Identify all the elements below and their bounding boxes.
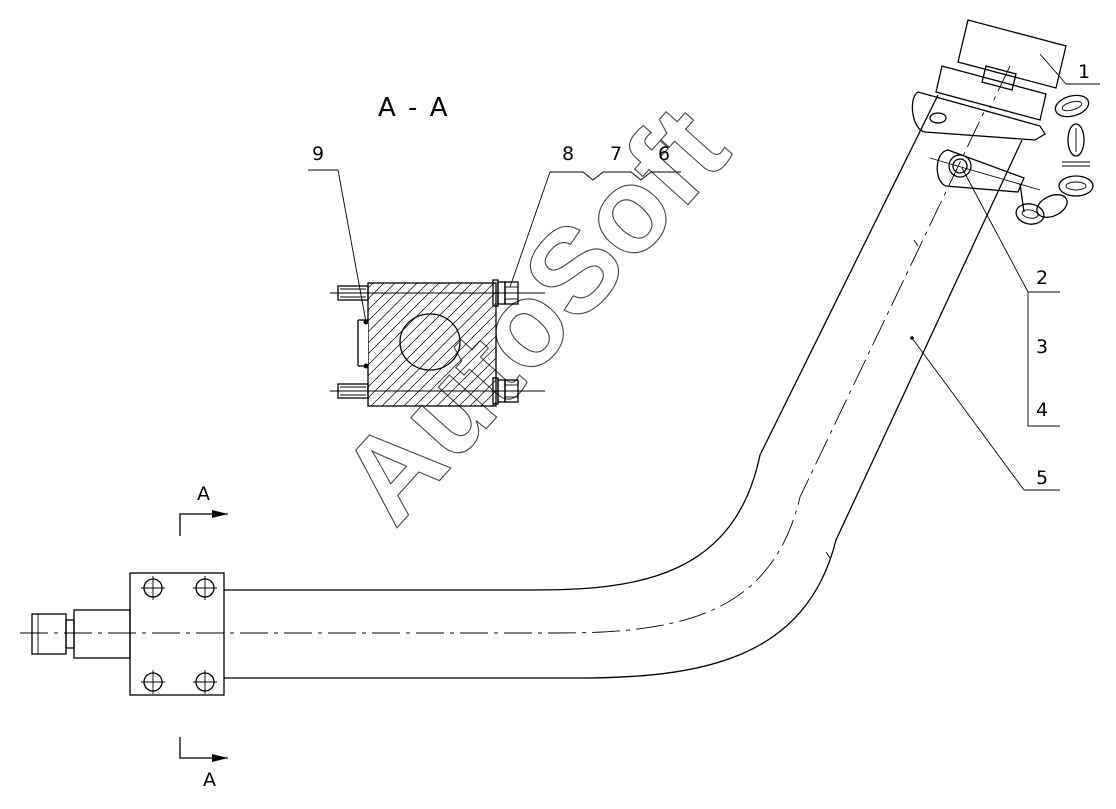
section-title: A - A	[378, 93, 449, 123]
leader-group-678	[550, 171, 681, 181]
leader-group-234	[1027, 291, 1060, 427]
bent-pipe	[20, 94, 1023, 679]
pin-eye	[948, 154, 972, 178]
callout-4: 4	[1036, 399, 1048, 421]
hatch-line	[368, 283, 407, 322]
hatch-line	[425, 335, 496, 406]
lower-bolt	[330, 377, 545, 405]
hatch-line	[458, 368, 496, 406]
hatch-line	[368, 283, 396, 311]
leader-line-8	[509, 171, 551, 288]
hinge-plate	[911, 91, 1046, 141]
hatch-line	[370, 283, 495, 406]
bolt-head	[193, 670, 217, 694]
hatch-line	[368, 283, 473, 388]
hatch-line	[368, 283, 484, 399]
pipe-outer-bottom	[224, 139, 1023, 679]
hatch-line	[414, 324, 496, 406]
callout-7: 7	[610, 143, 622, 165]
hatch-line	[368, 283, 418, 333]
hatch-line	[381, 291, 496, 406]
callout-1: 1	[1078, 61, 1090, 83]
leader-line-2	[961, 167, 1029, 293]
hatch-line	[436, 346, 496, 406]
bolt-head	[141, 576, 165, 600]
section-view-a-a: A - A	[228, 93, 681, 407]
plug-body	[935, 65, 1047, 121]
pipe-outer-top	[224, 94, 939, 591]
section-mark-top: A	[179, 483, 228, 536]
leader-line-1	[1039, 53, 1067, 85]
callouts-right: 1 2 3 4 5	[910, 53, 1100, 491]
plug-cap	[957, 19, 1067, 89]
hatch-line	[368, 283, 429, 344]
hatch-line	[447, 357, 496, 406]
hatch-line	[403, 313, 496, 406]
flange-plate	[129, 572, 225, 696]
pipe-stub-fitting	[20, 609, 131, 659]
hatch-line	[228, 283, 351, 406]
hatch-line	[368, 283, 374, 289]
section-mark-bottom: A	[179, 737, 228, 791]
callout-5: 5	[1036, 467, 1048, 489]
callout-9: 9	[312, 143, 324, 165]
weld-point	[363, 363, 369, 369]
leader-line-9	[337, 169, 367, 323]
upper-bolt	[330, 279, 545, 307]
callout-2: 2	[1036, 267, 1048, 289]
chain	[1015, 94, 1094, 225]
callout-6: 6	[658, 143, 670, 165]
pipe-centerline	[20, 109, 986, 634]
hatch-line	[368, 283, 440, 355]
leader-line-5	[911, 337, 1025, 491]
watermark: AutoSoft	[315, 81, 753, 547]
bolt-head	[193, 576, 217, 600]
bolt-head	[141, 670, 165, 694]
callout-3: 3	[1036, 336, 1048, 358]
svg-text:A: A	[197, 483, 210, 505]
hatch-line	[239, 283, 362, 406]
hatch-line	[368, 283, 451, 366]
hatch-line	[469, 379, 496, 406]
pipe-bore	[399, 313, 461, 371]
svg-text:A: A	[203, 769, 216, 791]
lever-lug	[936, 149, 1025, 193]
callout-8: 8	[562, 143, 574, 165]
top-assembly	[911, 19, 1094, 225]
